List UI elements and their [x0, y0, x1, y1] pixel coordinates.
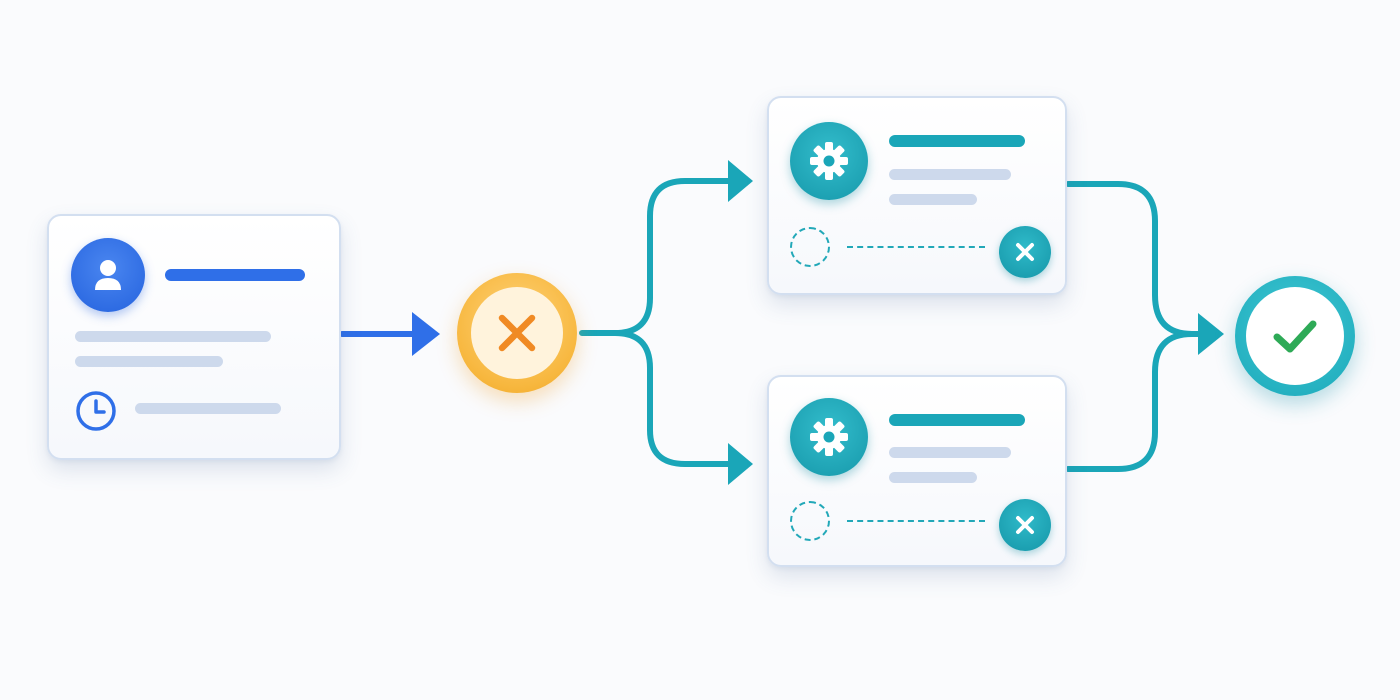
text-placeholder-bar	[135, 403, 281, 414]
text-placeholder-bar	[889, 447, 1011, 458]
end-node[interactable]	[1235, 276, 1355, 396]
user-icon	[71, 238, 145, 312]
gateway-node[interactable]	[457, 273, 577, 393]
gear-icon	[790, 398, 868, 476]
gateway-to-bottom-task-arrowhead	[728, 443, 753, 485]
clock-icon	[73, 388, 119, 434]
x-icon	[498, 314, 536, 352]
end-arrowhead	[1198, 313, 1224, 355]
pending-ring-icon	[790, 227, 830, 267]
bottom-task-to-end-edge	[1065, 331, 1195, 472]
title-placeholder-bar	[889, 414, 1025, 426]
task-card-bottom[interactable]	[767, 375, 1067, 567]
gear-icon	[790, 122, 868, 200]
title-placeholder-bar	[889, 135, 1025, 147]
checkmark-icon	[1273, 320, 1317, 353]
text-placeholder-bar	[889, 169, 1011, 180]
gateway-inner-disc	[471, 287, 563, 379]
cancel-icon[interactable]	[999, 499, 1051, 551]
end-inner-disc	[1246, 287, 1344, 385]
text-placeholder-bar	[75, 331, 271, 342]
source-card[interactable]	[47, 214, 341, 460]
text-placeholder-bar	[889, 472, 977, 483]
dashed-connector	[847, 520, 985, 522]
title-placeholder-bar	[165, 269, 305, 281]
task-card-top[interactable]	[767, 96, 1067, 295]
gateway-to-bottom-task-edge	[612, 330, 735, 467]
gateway-to-top-task-arrowhead	[728, 160, 753, 202]
source-to-gateway-arrowhead	[412, 312, 440, 356]
dashed-connector	[847, 246, 985, 248]
top-task-to-end-edge	[1065, 181, 1203, 337]
pending-ring-icon	[790, 501, 830, 541]
text-placeholder-bar	[75, 356, 223, 367]
text-placeholder-bar	[889, 194, 977, 205]
gateway-to-top-task-edge	[579, 178, 735, 336]
cancel-icon[interactable]	[999, 226, 1051, 278]
